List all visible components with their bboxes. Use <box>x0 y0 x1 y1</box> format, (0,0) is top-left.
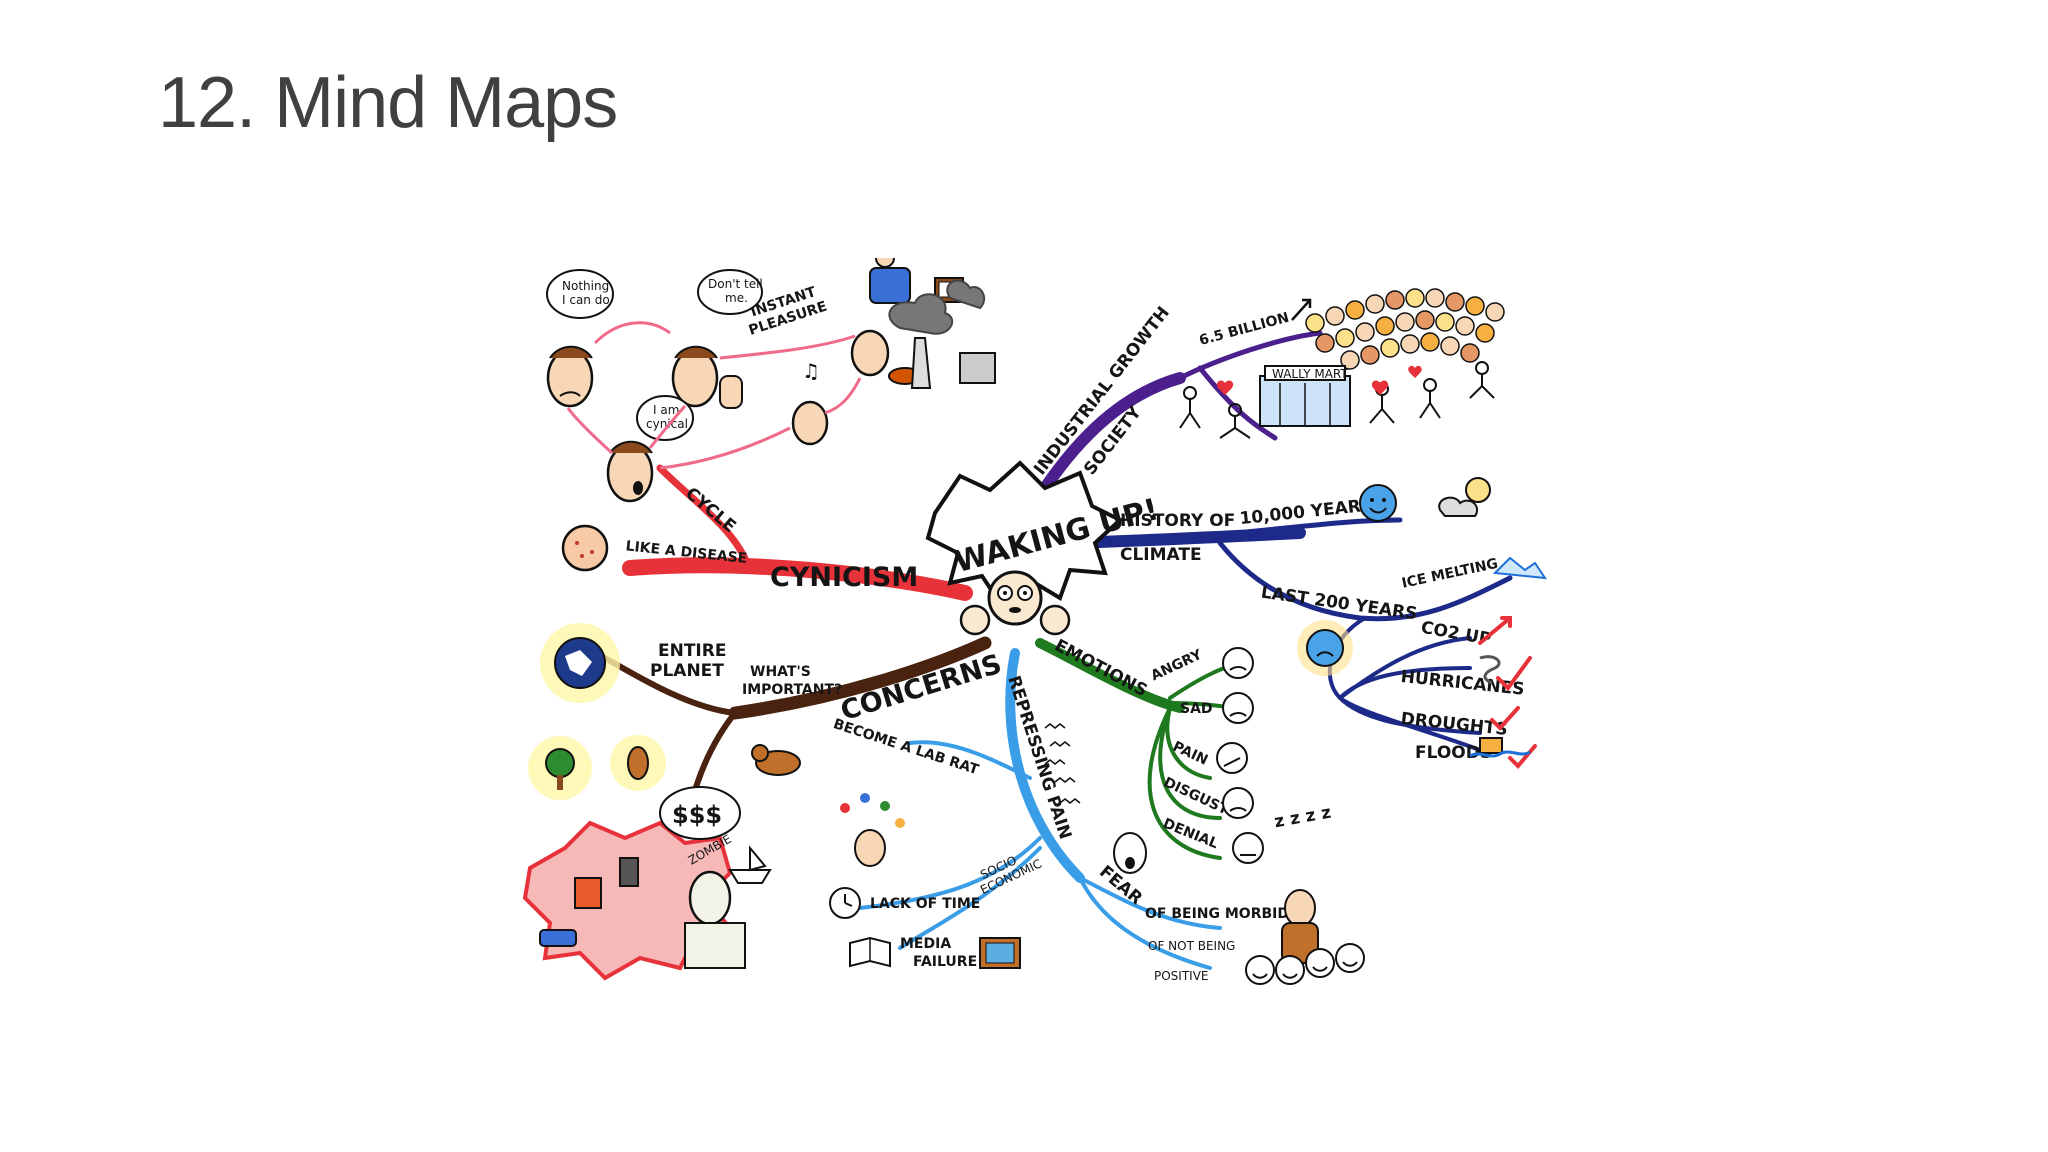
cycle-branch <box>656 464 754 574</box>
clock-icon <box>829 887 861 919</box>
whats-important-label-2: IMPORTANT? <box>742 682 842 698</box>
consumerism-burst <box>522 820 734 981</box>
repressing-sub-branches <box>858 740 1222 970</box>
iceberg-icon <box>1492 556 1548 580</box>
droughts-label: DROUGHTS <box>1400 709 1509 740</box>
book-icon <box>849 936 891 968</box>
last-200-branch <box>1217 540 1513 622</box>
last-200-years-label: LAST 200 YEARS <box>1260 583 1419 625</box>
nature-tree-icon <box>528 736 592 800</box>
happy-earth-icon <box>1359 484 1397 522</box>
climate-branch <box>1064 527 1306 549</box>
factory-smoke-icon <box>888 279 996 389</box>
snore-label: z z z z <box>1273 803 1333 833</box>
cycle-arrows <box>566 321 862 470</box>
entire-planet-label-2: PLANET <box>650 661 724 681</box>
emotion-sad-label: SAD <box>1180 701 1213 717</box>
floods-label: FLOODS <box>1415 743 1492 763</box>
cycle-label: CYCLE <box>681 484 739 537</box>
slide-title: 12. Mind Maps <box>158 63 618 143</box>
not-positive-label-1: OF NOT BEING <box>1148 939 1235 953</box>
center-character <box>959 570 1071 636</box>
bubble-cynical-line-1: I am <box>653 403 679 417</box>
lack-of-time-label: LACK OF TIME <box>870 896 980 912</box>
face-cynical-icon <box>606 440 654 503</box>
crowd-faces-icon <box>1305 288 1505 370</box>
money-label: $$$ <box>672 801 722 829</box>
media-label-1: MEDIA <box>900 936 951 952</box>
growth-arrow-icon <box>1291 298 1312 321</box>
kangaroo-icon <box>610 735 666 791</box>
bubble-cynical-line-2: cynical <box>646 417 688 431</box>
entire-planet-label-1: ENTIRE <box>658 641 726 661</box>
history-of-label: HISTORY OF <box>1120 511 1235 531</box>
mind-map-illustration: WAKING UP! CYNICISM LIKE A DISEASE CYCLE… <box>522 258 1548 985</box>
morbid-label: OF BEING MORBID <box>1145 906 1289 922</box>
money-thought-bubble: $$$ <box>659 786 741 840</box>
speech-bubble-nothing: Nothing I can do <box>546 269 614 319</box>
bubble-dont-line-2: me. <box>725 291 748 305</box>
squiggles-icon <box>1044 723 1081 804</box>
globe-icon <box>540 623 620 703</box>
media-label-2: FAILURE <box>913 954 977 970</box>
person-eating-icon <box>850 329 922 385</box>
lab-rat-icon <box>751 744 801 776</box>
concerns-branch <box>728 636 992 720</box>
sad-earth-icon <box>1297 620 1353 676</box>
svg-text:♫: ♫ <box>802 359 820 383</box>
flood-house-icon <box>1469 737 1531 758</box>
hurricane-icon <box>1479 655 1501 685</box>
speech-bubble-cynical: I am cynical <box>636 395 694 441</box>
ice-melting-label: ICE MELTING <box>1400 556 1499 592</box>
sun-cloud-icon <box>1438 477 1491 517</box>
thinker-icon <box>1281 889 1319 964</box>
smiley-faces-icon <box>1245 943 1365 985</box>
boat-icon <box>728 845 772 884</box>
emotions-branch <box>1035 638 1185 713</box>
industrial-growth-branch <box>1177 330 1323 381</box>
speech-bubble-dont-tell: Don't tell me. <box>697 269 763 315</box>
juggler-icon <box>840 793 905 867</box>
billion-branch <box>1197 365 1278 441</box>
scared-face-icon <box>1113 832 1147 874</box>
zombie-figure-icon: ZOMBIE <box>684 832 746 969</box>
face-dont-tell-icon <box>671 345 743 409</box>
bubble-dont-line-1: Don't tell <box>708 277 763 291</box>
not-positive-label-2: POSITIVE <box>1154 969 1209 983</box>
climate-sub-branches <box>1327 616 1482 752</box>
face-sad-man-icon <box>546 345 594 408</box>
emotion-angry-label: ANGRY <box>1149 646 1206 684</box>
climate-label: CLIMATE <box>1120 545 1202 565</box>
emotion-faces-icon <box>1216 647 1264 864</box>
bubble-nothing-line-2: I can do <box>562 293 610 307</box>
tv-icon <box>979 937 1021 969</box>
whats-important-label-1: WHAT'S <box>750 664 811 680</box>
emotion-pain-label: PAIN <box>1170 739 1210 769</box>
face-sick-icon <box>561 524 609 572</box>
emotion-denial-label: DENIAL <box>1161 816 1221 853</box>
hearts-icon <box>1216 365 1422 395</box>
store-icon: WALLY MART <box>1259 365 1351 427</box>
person-music-icon: ♫ <box>791 359 829 446</box>
emotions-label: EMOTIONS <box>1051 636 1150 701</box>
cynicism-branch <box>622 557 973 601</box>
store-label: WALLY MART <box>1272 367 1348 381</box>
emotions-sub-branches <box>1147 661 1242 860</box>
hurricanes-label: HURRICANES <box>1400 667 1526 700</box>
bubble-nothing-line-1: Nothing <box>562 279 609 293</box>
cynicism-label: CYNICISM <box>770 562 918 593</box>
people-crowd-icon <box>1179 361 1495 439</box>
